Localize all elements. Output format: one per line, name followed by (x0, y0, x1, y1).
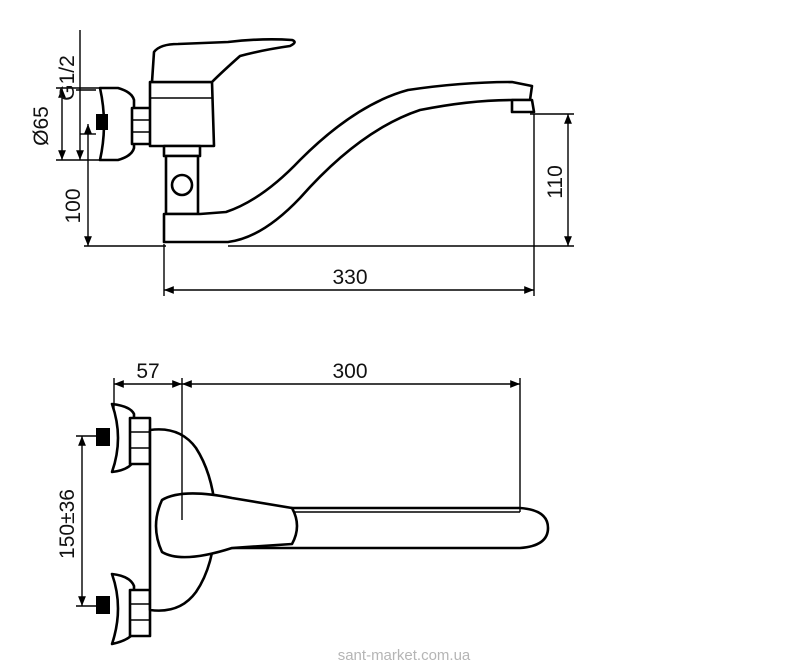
lower-thread-stub (96, 596, 110, 614)
top-view (96, 402, 550, 646)
swivel-ring (162, 144, 202, 158)
top-dimensions (76, 378, 521, 607)
dim-spout-length-label: 300 (332, 360, 367, 383)
watermark: sant-market.com.ua (338, 647, 471, 664)
dim-thread-label: G1/2 (56, 55, 79, 101)
upper-flange (110, 402, 136, 474)
lever-top (154, 492, 299, 559)
aerator (510, 98, 536, 114)
dim-center-distance-label: 150±36 (56, 489, 79, 559)
dim-flange-diameter-label: Ø65 (30, 106, 53, 146)
spout-joint (170, 173, 194, 197)
side-view (96, 38, 536, 244)
thread-stub (96, 114, 108, 130)
lever-handle (150, 38, 296, 84)
lower-nut (128, 588, 152, 638)
spout (162, 80, 534, 244)
upper-nut (128, 416, 152, 466)
upper-thread-stub (96, 428, 110, 446)
dim-total-length-label: 330 (332, 266, 367, 289)
dim-height-right-label: 110 (544, 165, 567, 198)
dim-wall-offset-label: 57 (136, 360, 159, 383)
mixer-body (148, 80, 216, 148)
lower-flange (110, 572, 136, 646)
side-dimensions (56, 30, 574, 296)
dim-height-left-label: 100 (62, 188, 85, 223)
